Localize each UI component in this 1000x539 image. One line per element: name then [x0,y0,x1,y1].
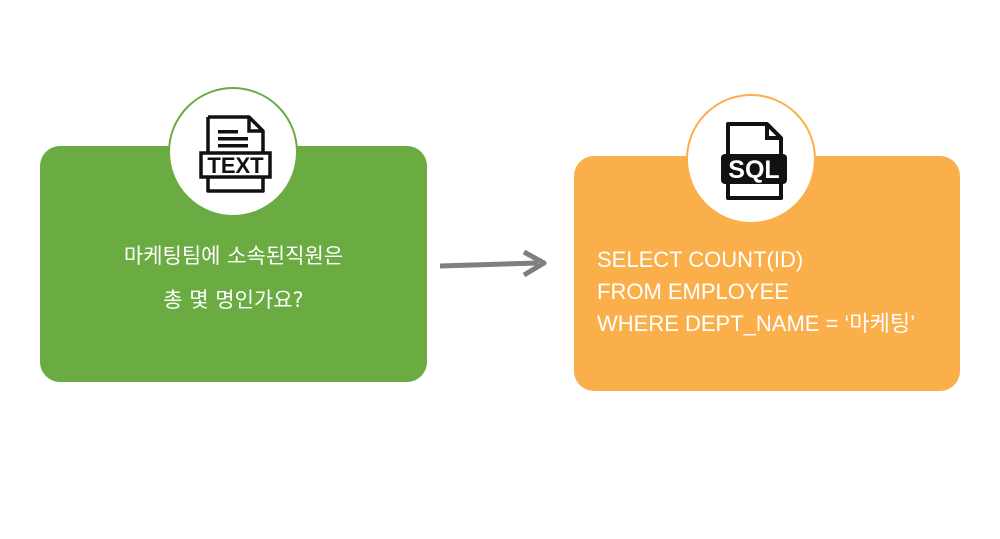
text-icon-circle: TEXT [168,87,298,217]
svg-text:TEXT: TEXT [207,153,264,178]
question-line: 마케팅팀에 소속된직원은 [123,244,344,268]
arrow-icon [439,249,547,278]
sql-line: SELECT COUNT(ID) [597,247,804,272]
sql-query: SELECT COUNT(ID) FROM EMPLOYEE WHERE DEP… [597,244,915,340]
sql-icon-circle: SQL [686,94,816,224]
question-text: 마케팅팀에 소속된직원은 총 몇 명인가요? [40,234,427,322]
question-line: 총 몇 명인가요? [163,288,304,312]
svg-text:SQL: SQL [728,156,779,184]
sql-line: FROM EMPLOYEE [597,279,789,304]
sql-line: WHERE DEPT_NAME = ‘마케팅’ [597,311,916,336]
sql-file-icon: SQL [721,122,787,200]
text-file-icon: TEXT [199,115,272,193]
